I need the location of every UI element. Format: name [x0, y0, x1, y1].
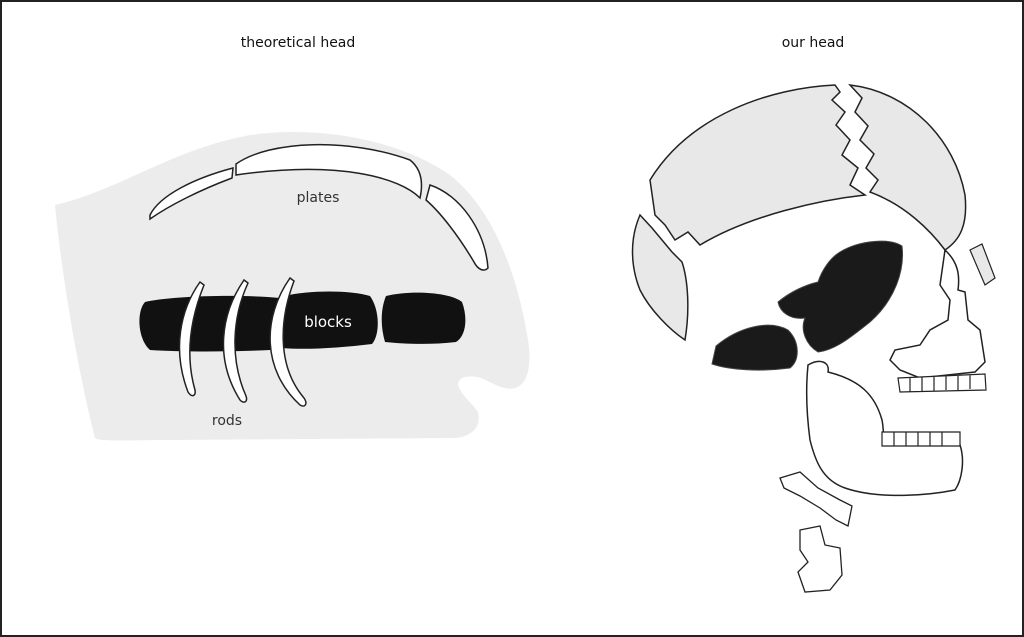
- skull-face-outline: [890, 250, 985, 378]
- blocks-label: blocks: [304, 313, 352, 331]
- theoretical-head-diagram: theoretical head plates blocks rods: [55, 35, 529, 441]
- rods-label: rods: [212, 413, 242, 429]
- skull-nasal-bone: [970, 244, 995, 285]
- skull-upper-teeth: [898, 374, 986, 392]
- skull-plate-parietal: [650, 85, 865, 245]
- skull-block-occipital: [712, 325, 797, 370]
- skull-larynx-bone: [798, 526, 842, 592]
- plates-label: plates: [297, 190, 340, 206]
- block-1: [139, 296, 280, 352]
- block-3: [382, 293, 466, 344]
- skull-diagram: our head: [633, 35, 996, 592]
- theoretical-head-title: theoretical head: [241, 35, 356, 51]
- skull-lower-teeth: [882, 432, 960, 446]
- skull-block-sphenoid: [778, 241, 903, 352]
- skull-plate-frontal: [850, 85, 966, 250]
- our-head-title: our head: [782, 35, 845, 51]
